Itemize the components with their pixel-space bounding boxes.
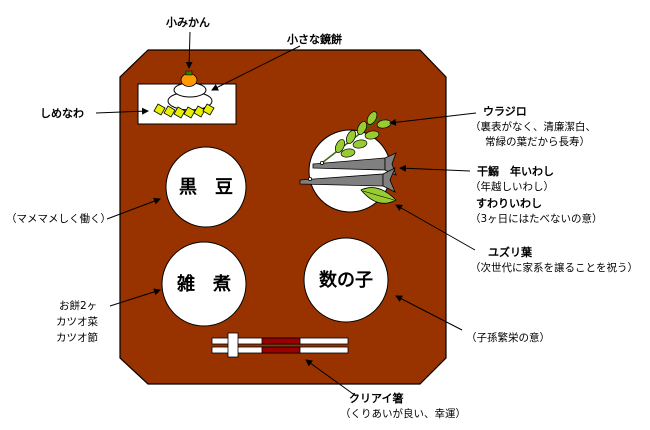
zouni-desc-2: カツオ菜 [56,316,98,328]
himono-desc: （年越しいわし） [470,181,554,193]
urajiro-title: ウラジロ [483,105,527,118]
yuzuri-desc: （次世代に家系を譲ることを祝う） [470,262,638,274]
kazunoko-label: 数の子 [319,269,373,291]
suwari-desc: （3ヶ日にはたべないの意） [470,213,603,225]
himono-title: 干鰯 年いわし [477,165,554,178]
shimenawa-label: しめなわ [40,107,84,120]
mikan-leaf-icon [185,70,193,76]
mikan-label: 小みかん [166,16,210,29]
kuromame-label: 黒 豆 [179,177,233,198]
suwari-title: すわりいわし [476,197,542,210]
kazunoko-desc: （子孫繁栄の意） [466,332,550,344]
yuzuri-title: ユズリ葉 [488,246,532,259]
urajiro-desc-1: （裏表がなく、清廉潔白、 [470,121,596,133]
hashi-desc: （くりあいが良い、幸運） [340,408,466,420]
zouni-desc-1: お餅2ヶ [59,300,98,312]
urajiro-desc-2: 常緑の葉だから長寿） [485,136,590,148]
kagami-label: 小さな鏡餅 [287,33,342,46]
urajiro-icon [317,111,392,167]
zouni-label: 雑 煮 [176,273,231,295]
mikan-icon [180,73,198,87]
zouni-bowl [161,241,247,327]
kagami-mochi-group [137,70,237,125]
kuriai-hashi-icon [211,332,349,358]
hashi-title: クリアイ箸 [349,392,404,405]
yuzuri-leaf-icon [360,187,397,204]
kuromame-desc: （マメマメしく働く） [6,213,111,225]
zouni-desc-3: カツオ節 [56,332,98,344]
shimenawa-icon [153,103,215,119]
annotation-arrows [95,31,477,397]
kazunoko-plate [303,237,389,323]
fish-plate-group [299,111,397,213]
iwashi-fish-icon-2 [299,167,396,193]
kuromame-plate [165,146,247,228]
